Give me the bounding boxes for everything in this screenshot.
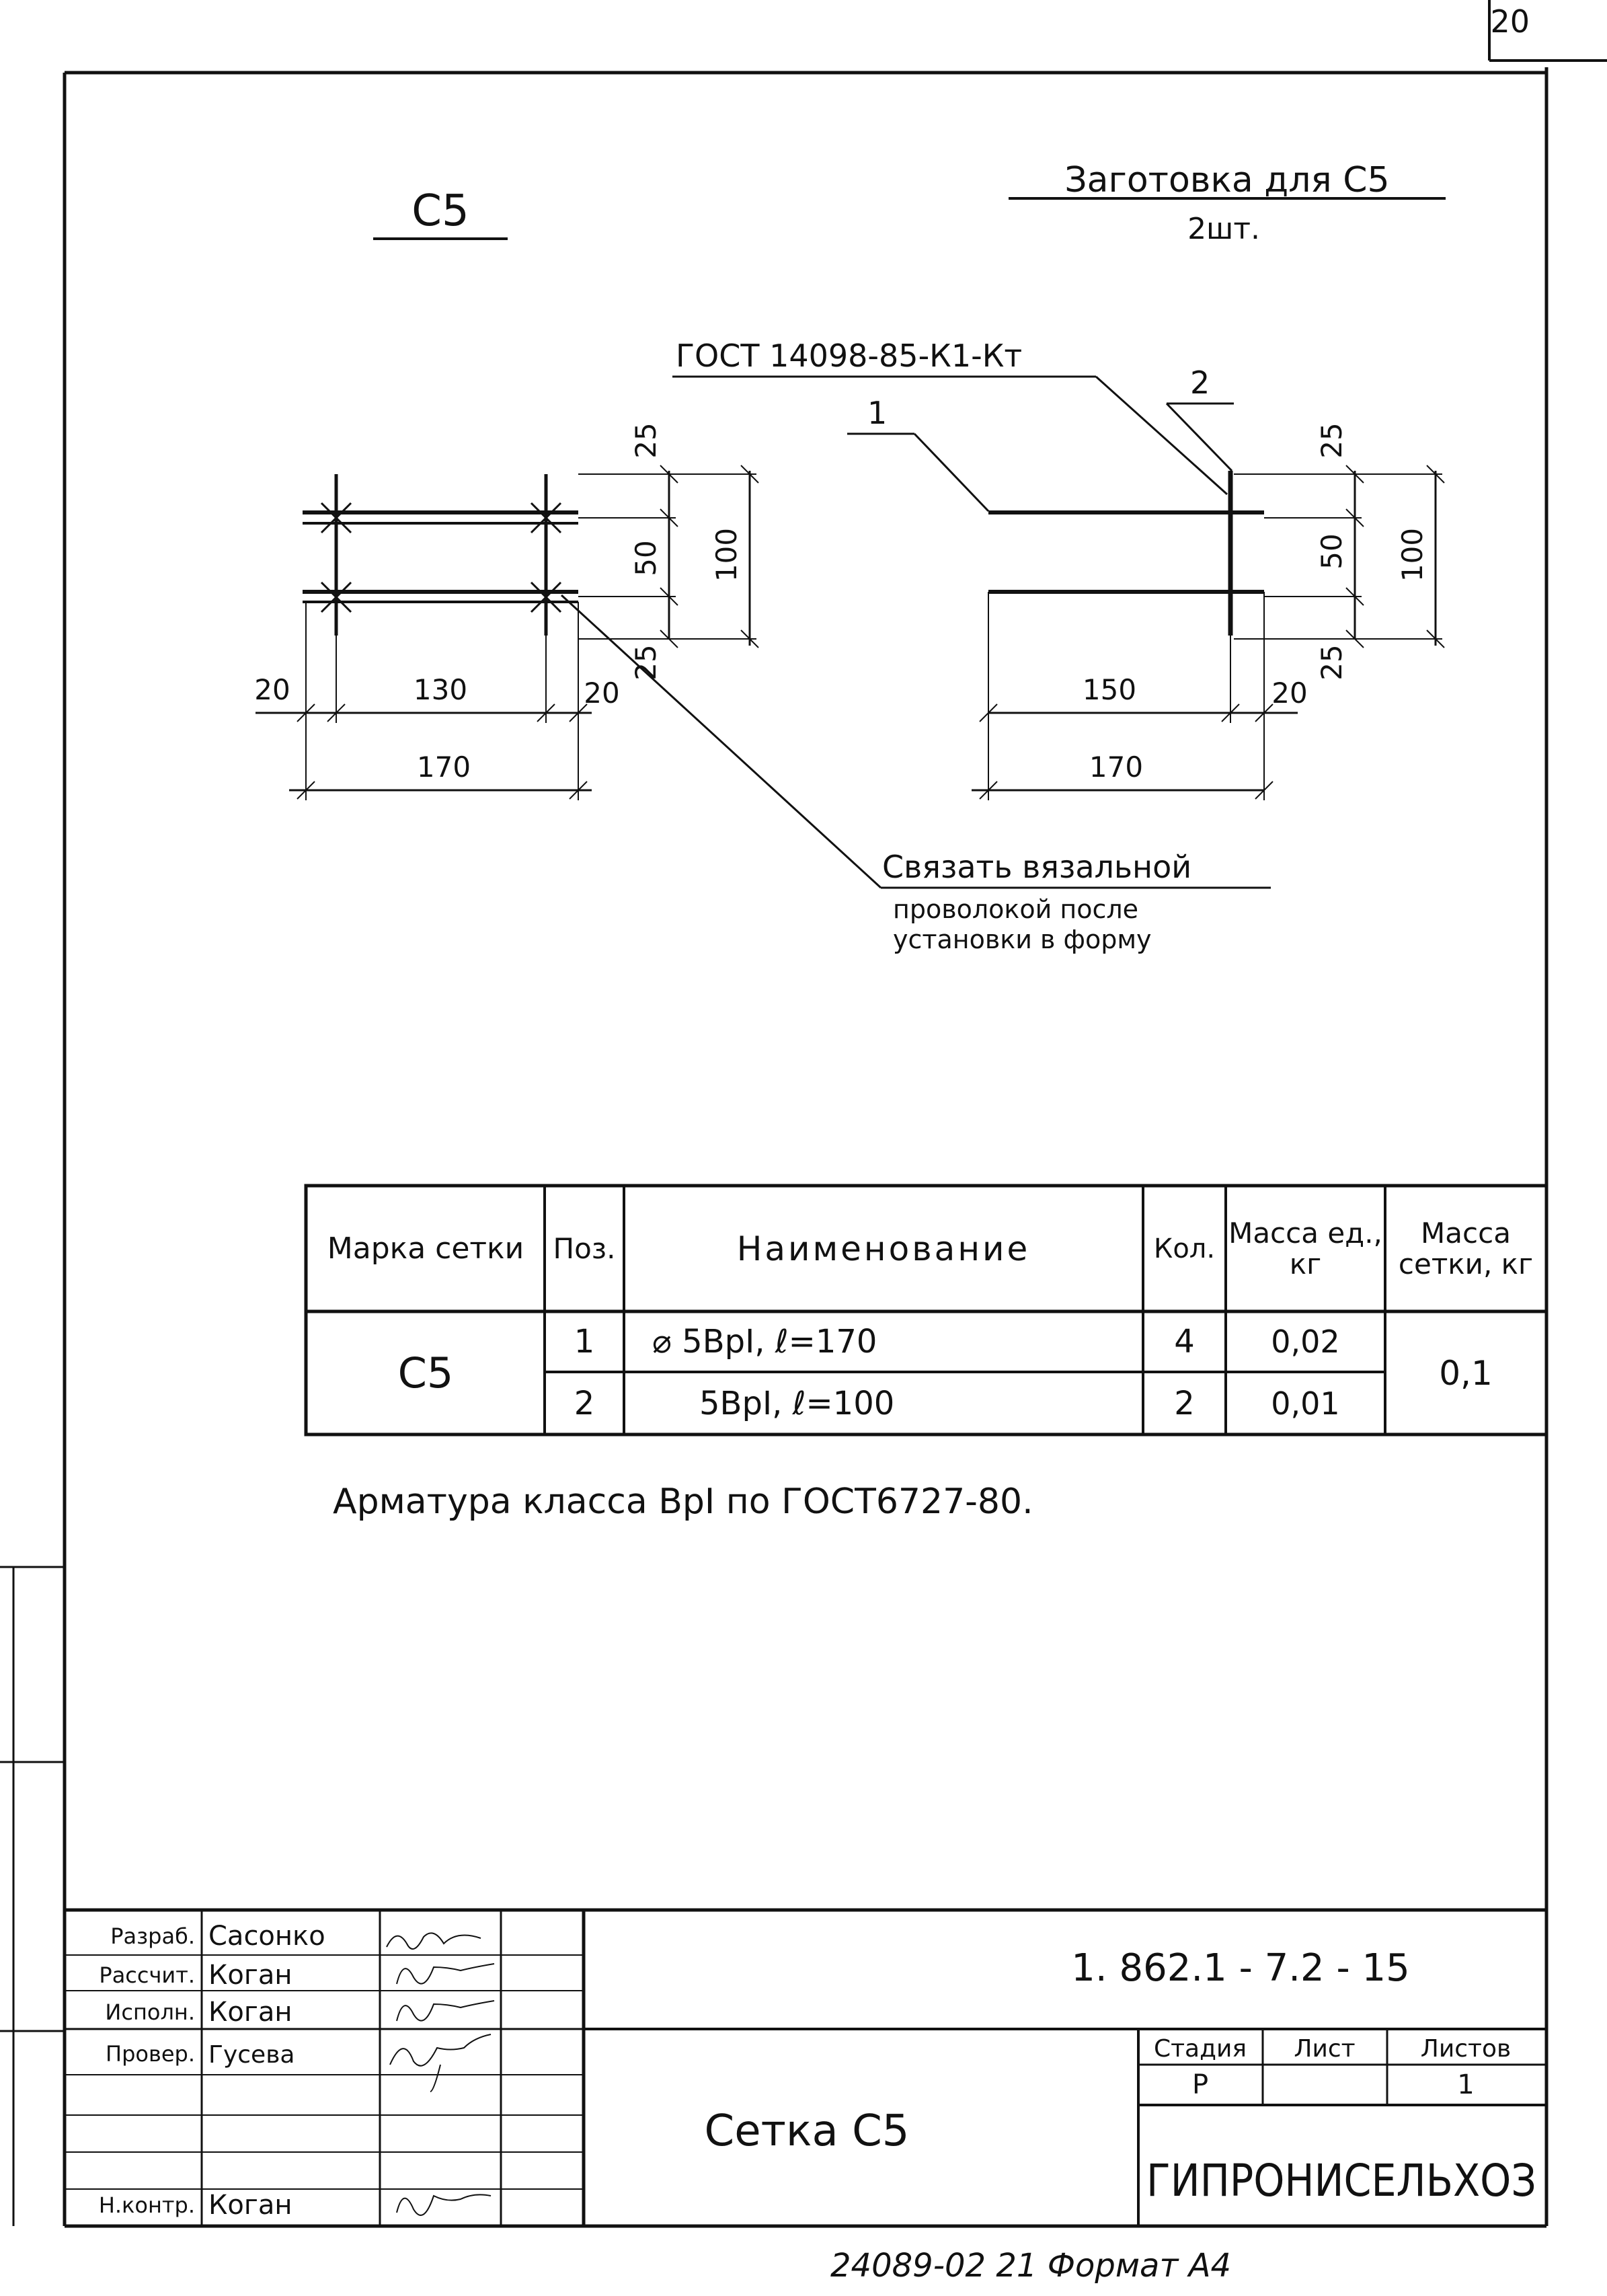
role-norm-control: Н.контр.: [99, 2192, 195, 2218]
title-block-grid: [65, 1908, 1546, 2226]
name-checked: Гусева: [208, 2041, 295, 2069]
dim-right-25-bottom: 25: [1315, 644, 1348, 680]
sheets-label: Листов: [1421, 2035, 1511, 2063]
tie-note-line-1: Связать вязальной: [882, 849, 1191, 885]
dim-left-100: 100: [710, 528, 743, 582]
blank-quantity: 2шт.: [1187, 212, 1260, 246]
drawing-designation: 1. 862.1 - 7.2 - 15: [1071, 1946, 1409, 1990]
dim-left-130: 130: [414, 673, 467, 706]
dim-right-50: 50: [1315, 533, 1348, 569]
mesh-mark-cell: С5: [397, 1348, 454, 1398]
row1-position: 1: [574, 1323, 595, 1361]
row2-position: 2: [574, 1384, 595, 1422]
dim-left-50: 50: [629, 540, 662, 576]
name-calculated: Коган: [208, 1960, 292, 1991]
row1-quantity: 4: [1174, 1323, 1195, 1361]
total-mesh-mass: 0,1: [1439, 1353, 1493, 1393]
organization-name: ГИПРОНИСЕЛЬХОЗ: [1146, 2155, 1536, 2207]
dim-right-170: 170: [1089, 751, 1143, 783]
row1-name: ⌀ 5ВрI, ℓ=170: [652, 1323, 877, 1361]
header-name: Наименование: [736, 1229, 1031, 1268]
reinforcement-note: Арматура класса ВрI по ГОСТ6727-80.: [333, 1482, 1033, 1522]
row2-name: 5ВрI, ℓ=100: [699, 1384, 895, 1422]
name-executed: Коган: [208, 1997, 292, 2028]
tie-note-line-3: установки в форму: [893, 925, 1152, 954]
gost-callout: ГОСТ 14098-85-К1-Кт: [676, 338, 1022, 374]
dim-right-25-top: 25: [1315, 422, 1348, 458]
role-executed: Исполн.: [105, 1999, 195, 2025]
sheets-value: 1: [1457, 2069, 1474, 2100]
row1-mass: 0,02: [1271, 1324, 1340, 1361]
mesh-plan-view: [303, 474, 578, 636]
stage-label: Стадия: [1154, 2035, 1247, 2063]
position-1-label: 1: [867, 395, 887, 431]
dim-left-20-b: 20: [584, 677, 619, 710]
spec-table-grid: [304, 1184, 1549, 1437]
sheet-label: Лист: [1294, 2035, 1355, 2063]
header-unit-mass: Масса ед., кг: [1228, 1216, 1382, 1280]
dim-right-100: 100: [1396, 528, 1429, 582]
dim-right-150: 150: [1083, 673, 1136, 706]
mesh-side-view: [988, 471, 1264, 636]
row2-mass: 0,01: [1271, 1385, 1340, 1422]
signatures: [386, 1932, 495, 2216]
dim-left-25-top: 25: [629, 422, 662, 458]
header-quantity: Кол.: [1153, 1233, 1216, 1264]
name-designer: Сасонко: [208, 1921, 325, 1952]
dim-left-25-bottom: 25: [629, 644, 662, 680]
header-position: Поз.: [553, 1231, 616, 1265]
row2-quantity: 2: [1174, 1384, 1195, 1422]
header-mesh-mass: Масса сетки, кг: [1398, 1216, 1534, 1280]
sheet-number: 20: [1490, 3, 1530, 40]
part-name: Сетка С5: [705, 2106, 910, 2156]
dim-left-20-a: 20: [254, 673, 290, 706]
footer-format: 24089-02 21 Формат А4: [830, 2247, 1231, 2285]
blank-title: Заготовка для С5: [1064, 160, 1389, 200]
header-mark: Марка сетки: [327, 1231, 524, 1266]
tie-note-line-2: проволокой после: [893, 894, 1138, 924]
drawing-title: С5: [411, 186, 469, 236]
role-checked: Провер.: [106, 2041, 195, 2067]
name-norm-control: Коган: [208, 2190, 292, 2221]
stage-value: Р: [1192, 2069, 1208, 2100]
role-designer: Разраб.: [110, 1923, 195, 1949]
dim-right-20: 20: [1271, 677, 1307, 710]
dim-left-170: 170: [417, 751, 471, 783]
position-2-label: 2: [1190, 365, 1210, 401]
role-calculated: Рассчит.: [99, 1962, 195, 1988]
